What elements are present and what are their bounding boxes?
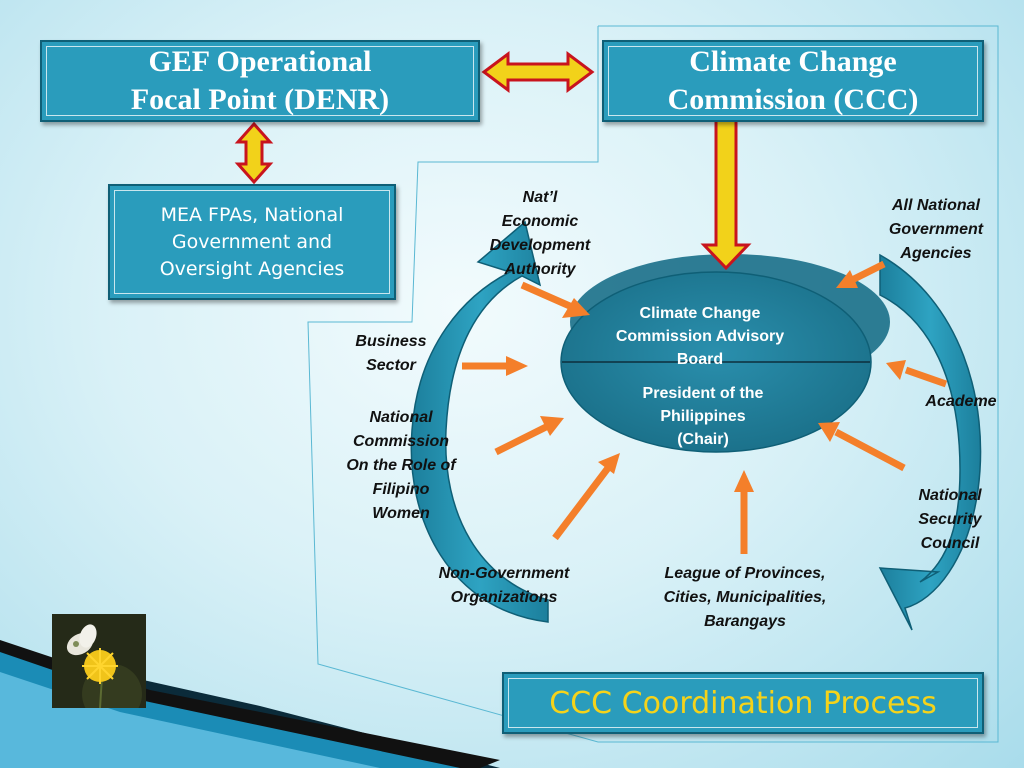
gef-focal-point-box: GEF Operational Focal Point (DENR) xyxy=(40,40,480,122)
neda-label: Nat’l Economic Development Authority xyxy=(489,189,591,278)
decorative-outline xyxy=(307,25,999,743)
coordination-process-box: CCC Coordination Process xyxy=(502,672,984,734)
mea-line1: MEA FPAs, National xyxy=(160,203,344,226)
butterfly-on-yellow-flower-image xyxy=(52,614,146,708)
horizontal-double-arrow xyxy=(481,51,595,93)
ccc-title-line1: Climate Change xyxy=(689,45,897,78)
chair-label: President of the Philippines (Chair) xyxy=(642,385,764,448)
ngo-label: Non-Government Organizations xyxy=(438,565,570,606)
academe-label: Academe xyxy=(925,393,997,410)
ccc-box: Climate Change Commission (CCC) xyxy=(602,40,984,122)
vertical-double-arrow xyxy=(234,121,274,185)
league-label: League of Provinces, Cities, Municipalit… xyxy=(663,565,827,630)
advisory-board-label: Climate Change Commission Advisory Board xyxy=(615,305,785,368)
right-swirl-arrow xyxy=(878,253,982,631)
gef-title-line1: GEF Operational xyxy=(148,45,372,78)
mea-line3: Oversight Agencies xyxy=(159,257,345,280)
ccc-title-line2: Commission (CCC) xyxy=(667,83,919,116)
mea-fpas-box: MEA FPAs, National Government and Oversi… xyxy=(108,184,396,300)
gef-title-line2: Focal Point (DENR) xyxy=(130,83,390,116)
nsc-label: National Security Council xyxy=(918,487,982,552)
orange-arrows xyxy=(462,260,948,554)
ncrfw-label: National Commission On the Role of Filip… xyxy=(346,409,456,522)
coordination-process-title: CCC Coordination Process xyxy=(549,685,937,721)
business-sector-label: Business Sector xyxy=(355,333,427,374)
national-agencies-label: All National Government Agencies xyxy=(888,197,984,262)
left-swirl-arrow xyxy=(410,220,549,623)
ccc-down-arrow xyxy=(700,118,752,271)
butterfly-flower-image xyxy=(52,614,146,708)
mea-line2: Government and xyxy=(171,230,333,253)
bottom-ribbon-light xyxy=(0,672,380,768)
